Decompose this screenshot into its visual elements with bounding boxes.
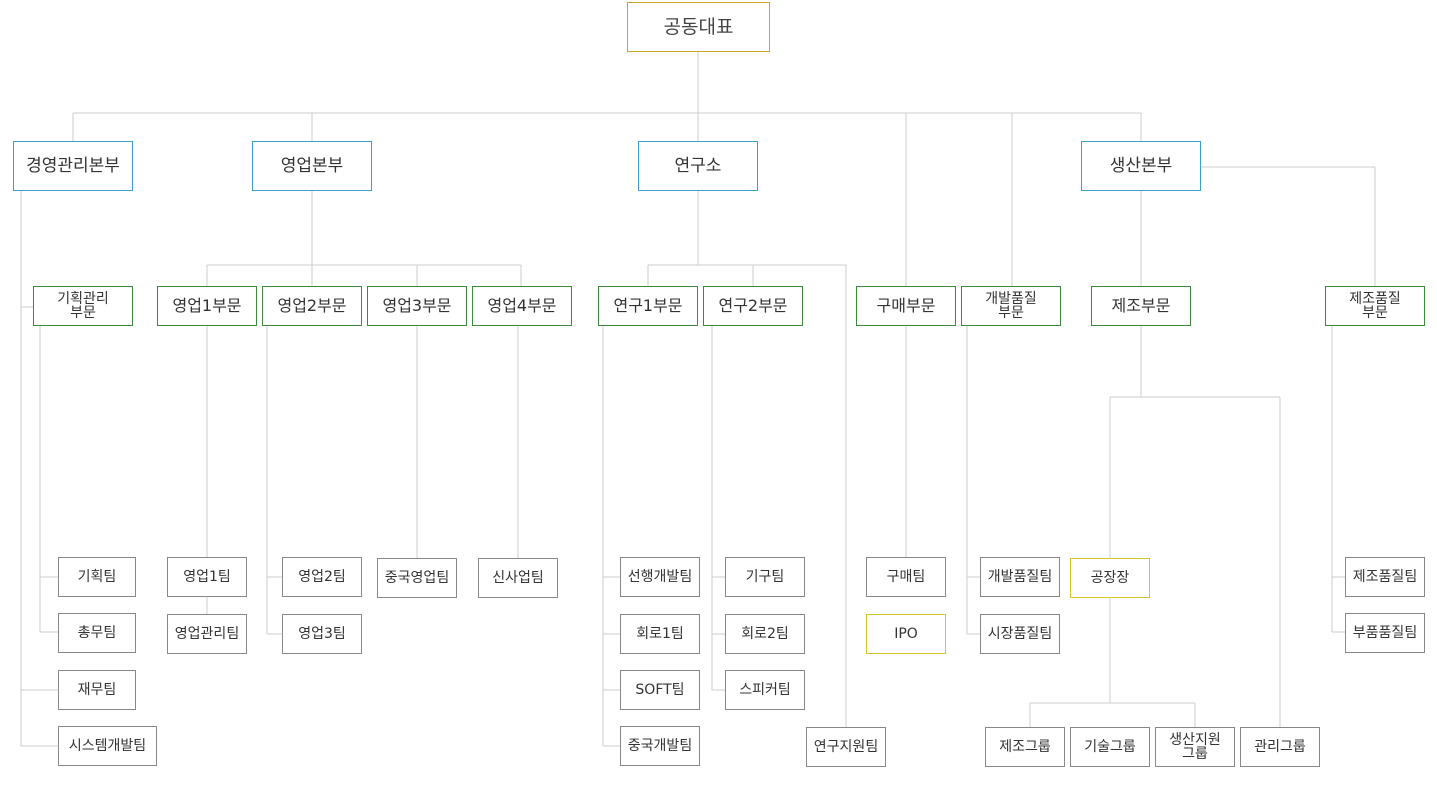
group-production-support-line2: 그룹 [1182,746,1208,762]
team-finance: 재무팀 [58,670,136,710]
dept-dev-quality-line2: 부문 [998,305,1024,321]
team-circuit1: 회로1팀 [620,614,700,654]
team-china-dev: 중국개발팀 [620,726,700,766]
team-purchasing: 구매팀 [866,557,946,597]
team-circuit2: 회로2팀 [725,614,805,654]
team-advanced-dev: 선행개발팀 [620,557,700,597]
dept-sales2: 영업2부문 [262,286,362,326]
team-parts-quality: 부품품질팀 [1345,613,1425,653]
group-technology: 기술그룹 [1070,727,1150,767]
dept-sales1: 영업1부문 [157,286,257,326]
division-research: 연구소 [638,141,758,191]
dept-mfg-quality-line1: 제조품질 [1349,291,1401,307]
dept-manufacturing: 제조부문 [1091,286,1191,326]
team-speaker: 스피커팀 [725,670,805,710]
team-planning: 기획팀 [58,557,136,597]
division-sales: 영업본부 [252,141,372,191]
team-dev-quality: 개발품질팀 [980,557,1060,597]
team-new-business: 신사업팀 [478,558,558,598]
team-soft: SOFT팀 [620,670,700,710]
dept-sales4: 영업4부문 [472,286,572,326]
team-mechanism: 기구팀 [725,557,805,597]
dept-dev-quality-line1: 개발품질 [985,291,1037,307]
division-production: 생산본부 [1081,141,1201,191]
group-manufacturing: 제조그룹 [985,727,1065,767]
team-mfg-quality: 제조품질팀 [1345,557,1425,597]
dept-planning-line1: 기획관리 [57,291,109,307]
dept-sales3: 영업3부문 [367,286,467,326]
team-ipo: IPO [866,614,946,654]
division-management: 경영관리본부 [13,141,133,191]
team-market-quality: 시장품질팀 [980,614,1060,654]
dept-research2: 연구2부문 [703,286,803,326]
dept-planning-line2: 부문 [70,305,96,321]
factory-manager: 공장장 [1070,558,1150,598]
dept-research1: 연구1부문 [598,286,698,326]
team-system-dev: 시스템개발팀 [58,726,157,766]
group-production-support-line1: 생산지원 [1169,732,1221,748]
team-sales-mgmt: 영업관리팀 [167,614,247,654]
group-admin: 관리그룹 [1240,727,1320,767]
dept-purchasing: 구매부문 [856,286,956,326]
team-sales2: 영업2팀 [282,557,362,597]
team-sales1: 영업1팀 [167,557,247,597]
dept-mfg-quality-line2: 부문 [1362,305,1388,321]
team-sales3: 영업3팀 [282,614,362,654]
team-general-affairs: 총무팀 [58,613,136,653]
team-china-sales: 중국영업팀 [377,558,457,598]
co-ceo-box: 공동대표 [627,2,770,52]
team-research-support: 연구지원팀 [806,727,886,767]
